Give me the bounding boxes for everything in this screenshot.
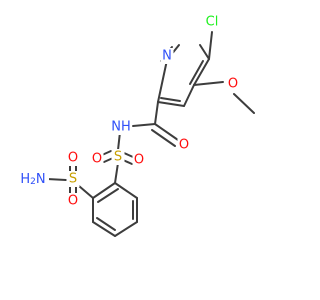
bond (92, 182, 116, 199)
bond (183, 84, 195, 107)
bond (189, 60, 204, 85)
bond (208, 31, 213, 60)
atom-s-acyl-background (111, 149, 125, 165)
atom-n-ring-background (160, 48, 174, 64)
atom-o-amide-top: O (68, 151, 78, 166)
bond (193, 81, 224, 86)
bond (193, 58, 210, 86)
atom-cl: Cl (206, 15, 219, 30)
atom-s-acyl: S (114, 150, 122, 165)
atom-o-acyl-left-background (90, 151, 104, 167)
atom-nh2: H2N (20, 172, 45, 188)
atom-o-methoxy-background (226, 76, 240, 92)
atom-s-amide: S (69, 172, 77, 187)
bond (157, 101, 185, 107)
bond (199, 44, 210, 60)
bond (114, 162, 119, 184)
bond (151, 129, 176, 147)
atom-o-amide-bottom: O (68, 194, 78, 209)
bond (233, 93, 255, 114)
atom-o-methoxy: O (228, 77, 238, 92)
atom-o-carbonyl: O (179, 138, 189, 153)
bonds (46, 31, 255, 237)
bond (92, 221, 116, 237)
bond (114, 182, 138, 199)
bond (157, 59, 168, 103)
atom-n-ring: N (162, 49, 172, 64)
bond (46, 178, 67, 181)
bond (78, 185, 94, 199)
atom-cl-background (201, 14, 223, 30)
atom-n-amide: NH (111, 120, 131, 135)
atom-nh2-background (17, 171, 49, 187)
bond (97, 188, 119, 203)
atom-o-amide-bottom-background (66, 193, 80, 209)
bond (160, 97, 181, 102)
bond (154, 101, 159, 125)
atom-o-carbonyl-background (177, 137, 191, 153)
bond (154, 123, 179, 141)
atom-o-acyl-right: O (134, 153, 144, 168)
bond (96, 217, 116, 231)
atom-o-acyl-left: O (92, 152, 102, 167)
bond (123, 152, 134, 158)
bond (114, 221, 138, 237)
bond (132, 123, 156, 127)
atom-n-amide-background (110, 119, 132, 135)
atom-s-amide-background (66, 171, 80, 187)
atom-o-amide-top-background (66, 150, 80, 166)
atom-o-acyl-right-background (132, 152, 146, 168)
